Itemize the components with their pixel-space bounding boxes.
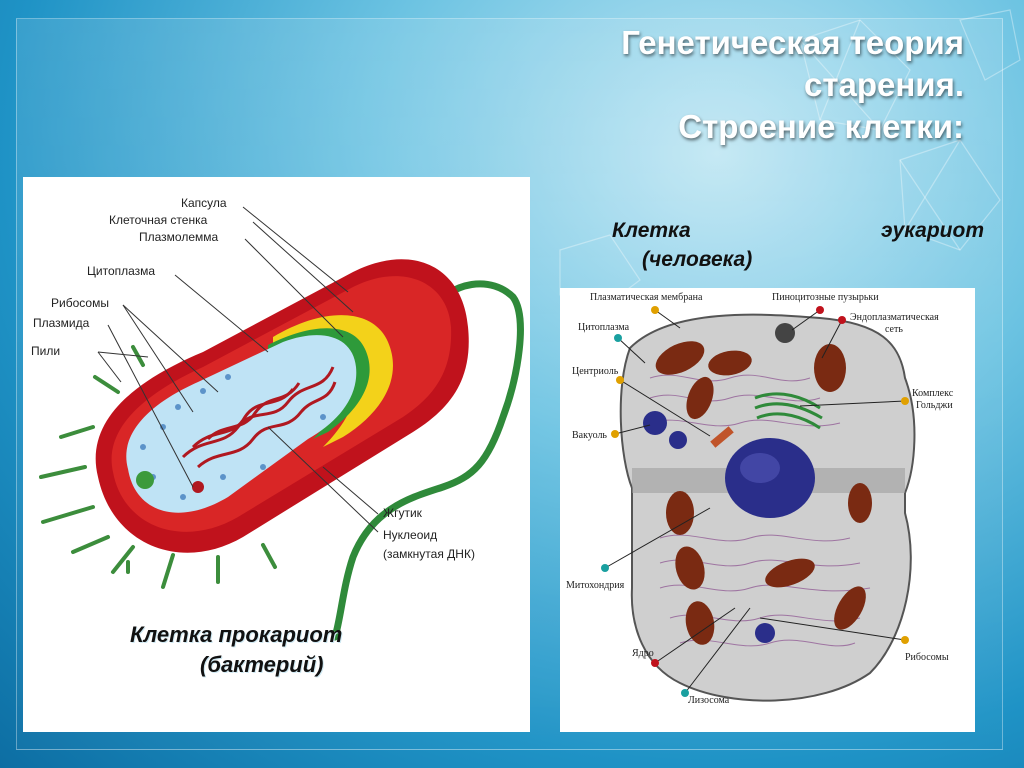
prokaryote-panel: Капсула Клеточная стенка Плазмолемма Цит…	[23, 177, 530, 732]
label-cytoplasm: Цитоплазма	[87, 264, 155, 278]
prokaryote-caption: Клетка прокариот (бактерий)	[130, 620, 410, 680]
slide-title: Генетическая теория старения. Строение к…	[621, 22, 964, 148]
storage-granule	[136, 471, 154, 489]
prokaryote-diagram: Капсула Клеточная стенка Плазмолемма Цит…	[31, 196, 524, 641]
vacuole	[643, 411, 667, 435]
pili	[39, 345, 277, 589]
label-plasma-membrane: Плазматическая мембрана	[590, 292, 703, 303]
label-nucleus: Ядро	[632, 648, 654, 659]
prokaryote-caption-line1: Клетка прокариот	[130, 622, 343, 647]
plasmid	[192, 481, 204, 493]
ribosomes	[140, 374, 326, 500]
centriole	[710, 426, 734, 448]
eukaryote-leader-lines	[604, 309, 906, 694]
label-vacuole: Вакуоль	[572, 430, 607, 441]
label-capsule: Капсула	[181, 196, 227, 210]
leader-lines	[97, 206, 379, 533]
flagellum	[331, 280, 524, 641]
eukaryote-caption-line2: (человека)	[642, 248, 753, 271]
nucleoid	[181, 366, 337, 469]
label-cytoplasm-euk: Цитоплазма	[578, 322, 630, 333]
label-ribosomes: Рибосомы	[51, 296, 109, 310]
label-er: Эндоплазматическая	[850, 312, 939, 323]
label-plasmalemma: Плазмолемма	[139, 230, 219, 244]
eukaryote-caption-word2: эукариот	[880, 219, 984, 242]
eukaryote-caption: Клетка эукариот (человека)	[612, 216, 984, 274]
label-cell-wall: Клеточная стенка	[109, 213, 208, 227]
label-flagellum: Жгутик	[383, 506, 423, 520]
prokaryote-caption-line2: (бактерий)	[200, 652, 324, 677]
eukaryote-marker-dots	[601, 306, 909, 697]
mitochondria	[655, 341, 872, 645]
label-mitochondrion: Митохондрия	[566, 580, 625, 591]
label-nucleoid: Нуклеоид	[383, 528, 437, 542]
title-line-1: Генетическая теория	[621, 24, 964, 61]
eukaryote-caption-word1: Клетка	[612, 219, 691, 242]
label-centriole: Центриоль	[572, 366, 619, 377]
label-er-2: сеть	[885, 324, 903, 335]
title-line-2: старения.	[803, 66, 964, 103]
title-line-3: Строение клетки:	[678, 108, 964, 145]
label-pinocytic-vesicles: Пиноцитозные пузырьки	[772, 292, 879, 303]
label-golgi: Комплекс	[912, 388, 954, 399]
label-golgi-2: Гольджи	[916, 400, 953, 411]
label-pili: Пили	[31, 344, 60, 358]
eukaryote-panel: Плазматическая мембрана Пиноцитозные пуз…	[560, 288, 975, 732]
label-nucleoid-desc: (замкнутая ДНК)	[383, 547, 475, 561]
pinocytic-vesicle	[775, 323, 795, 343]
label-lysosome: Лизосома	[688, 695, 730, 706]
label-ribosomes-euk: Рибосомы	[905, 652, 949, 663]
eukaryote-diagram: Плазматическая мембрана Пиноцитозные пуз…	[566, 292, 954, 706]
label-plasmid: Плазмида	[33, 316, 90, 330]
